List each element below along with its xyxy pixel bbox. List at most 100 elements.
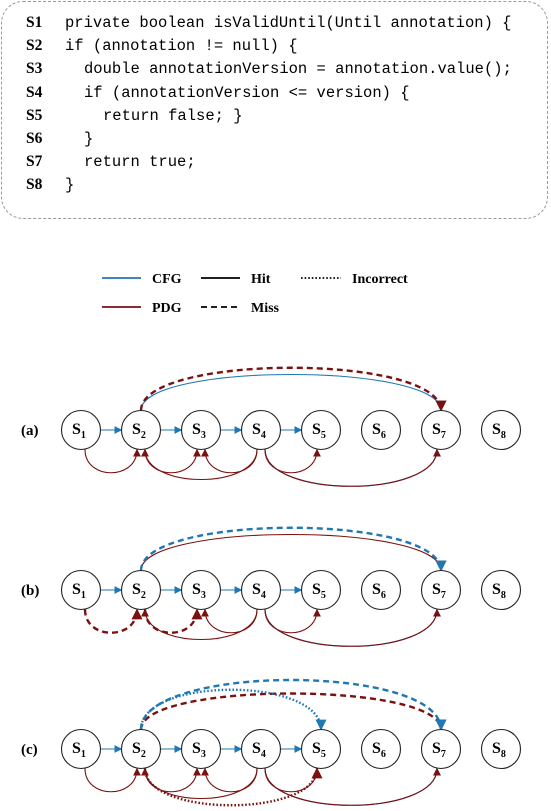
edge-pdg-solid-s4-s5: [264, 767, 321, 793]
node-label-sub: 6: [381, 749, 386, 760]
node-label: S1: [72, 740, 86, 760]
node-circle: [480, 569, 522, 611]
node-s3: S3: [180, 409, 222, 451]
node-s8: S8: [480, 569, 522, 611]
node-circle: [120, 409, 162, 451]
node-label: S4: [252, 421, 266, 441]
statement-code: }: [65, 176, 75, 195]
node-label-main: S: [492, 421, 501, 438]
statement-code: }: [84, 130, 94, 148]
node-label-main: S: [432, 581, 441, 598]
node-s6: S6: [360, 728, 402, 770]
node-circle: [240, 569, 282, 611]
statement-label: S3: [26, 60, 43, 78]
node-circle: [300, 728, 342, 770]
edge-pdg-dotted-s2-s5: [143, 767, 323, 807]
node-circle: [60, 409, 102, 451]
node-label: S5: [312, 581, 326, 601]
edge-cfg-dashed-s2-s7: [139, 678, 447, 731]
edge-cfg-solid-s4-s7: [264, 608, 441, 647]
statement-label: S4: [26, 83, 43, 101]
statement-label: S8: [26, 176, 43, 194]
edge-pdg-solid-s1-s2: [84, 767, 141, 793]
node-circle: [420, 569, 462, 611]
node-circle: [480, 409, 522, 451]
node-label: S2: [132, 421, 146, 441]
node-label: S7: [432, 740, 446, 760]
node-label-sub: 2: [141, 590, 146, 601]
edge-pdg-solid-s4-s5: [264, 448, 321, 474]
node-label: S8: [492, 740, 506, 760]
statement-code: return true;: [84, 153, 196, 172]
statement-code: if (annotation != null) {: [65, 37, 298, 56]
node-label-main: S: [132, 581, 141, 598]
edge-pdg-dashed-s2-s7: [139, 692, 447, 731]
node-label: S6: [372, 740, 386, 760]
node-label: S2: [132, 740, 146, 760]
statement-label: S7: [26, 153, 43, 171]
node-label: S1: [72, 421, 86, 441]
node-label-main: S: [432, 740, 441, 757]
edge-pdg-dashed-s1-s2: [83, 608, 143, 634]
node-s2: S2: [120, 728, 162, 770]
node-label: S3: [192, 421, 206, 441]
node-label: S5: [312, 740, 326, 760]
node-label: S8: [492, 581, 506, 601]
node-label-sub: 6: [381, 430, 386, 441]
node-circle: [180, 409, 222, 451]
edge-pdg-solid-s4-s3: [201, 767, 258, 793]
node-circle: [120, 728, 162, 770]
node-label-sub: 4: [261, 430, 266, 441]
diagram-label: (b): [21, 583, 39, 599]
node-label-sub: 7: [441, 749, 446, 760]
node-circle: [240, 409, 282, 451]
node-label-main: S: [492, 740, 501, 757]
legend-incorrect-label: Incorrect: [352, 272, 408, 287]
node-s6: S6: [360, 409, 402, 451]
node-label-main: S: [432, 421, 441, 438]
node-label-sub: 8: [501, 430, 506, 441]
node-circle: [60, 569, 102, 611]
node-label: S5: [312, 421, 326, 441]
node-circle: [360, 569, 402, 611]
statement-label: S5: [26, 106, 43, 124]
node-label-main: S: [72, 421, 81, 438]
edge-pdg-solid-s4-s7: [264, 767, 441, 806]
edge-pdg-solid-s4-s5: [264, 608, 321, 634]
node-circle: [240, 728, 282, 770]
node-label-main: S: [312, 581, 321, 598]
node-label-main: S: [132, 421, 141, 438]
legend-cfg-label: CFG: [152, 272, 182, 287]
node-label: S1: [72, 581, 86, 601]
node-label-sub: 2: [141, 430, 146, 441]
edge-pdg-solid-s2-s3: [144, 448, 201, 474]
legend-miss-label: Miss: [251, 301, 280, 316]
edge-pdg-solid-s4-s3: [201, 448, 258, 474]
node-label-main: S: [252, 740, 261, 757]
node-label-main: S: [372, 581, 381, 598]
node-circle: [360, 728, 402, 770]
node-circle: [180, 569, 222, 611]
node-label-sub: 5: [321, 430, 326, 441]
node-label-main: S: [72, 740, 81, 757]
node-label-main: S: [252, 581, 261, 598]
edge-pdg-solid-s1-s2: [84, 448, 141, 474]
node-label: S2: [132, 581, 146, 601]
edge-cfg-solid-s2-s7: [140, 373, 447, 412]
node-label-main: S: [492, 581, 501, 598]
edge-pdg-solid-s4-s2: [141, 608, 258, 641]
node-circle: [360, 409, 402, 451]
node-circle: [300, 409, 342, 451]
node-label-sub: 4: [261, 749, 266, 760]
node-label-sub: 6: [381, 590, 386, 601]
node-label: S4: [252, 740, 266, 760]
node-s4: S4: [240, 409, 282, 451]
node-label-sub: 7: [441, 590, 446, 601]
legend: CFG Hit Incorrect PDG Miss: [102, 272, 408, 316]
node-s3: S3: [180, 728, 222, 770]
node-s1: S1: [60, 409, 102, 451]
node-s8: S8: [480, 409, 522, 451]
node-label-sub: 3: [201, 590, 206, 601]
node-s4: S4: [240, 728, 282, 770]
